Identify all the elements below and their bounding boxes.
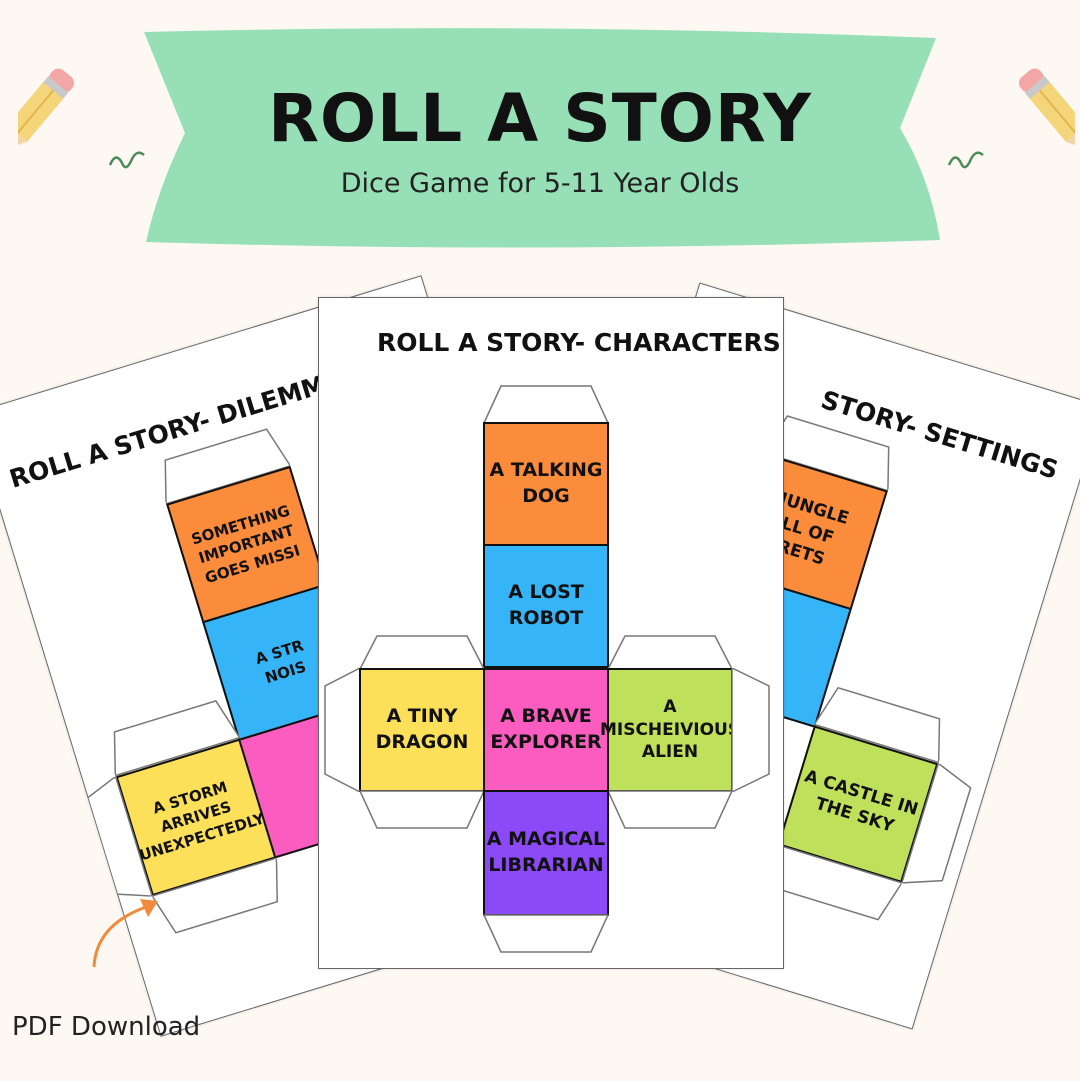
dilemmas-left-bottom-flap bbox=[151, 857, 279, 934]
characters-face-bottom: A MAGICAL LIBRARIAN bbox=[483, 790, 609, 916]
characters-right-top-flap bbox=[607, 635, 733, 670]
banner-ribbon-shape bbox=[144, 28, 940, 248]
settings-right-side-flap bbox=[900, 762, 972, 884]
characters-bottom-flap bbox=[483, 914, 609, 953]
curved-arrow-icon bbox=[92, 899, 158, 968]
characters-top-flap bbox=[483, 385, 609, 424]
characters-face-left: A TINY DRAGON bbox=[359, 668, 485, 792]
banner-subtitle: Dice Game for 5-11 Year Olds bbox=[340, 168, 740, 199]
pencil-icon-left bbox=[18, 68, 145, 169]
characters-left-top-flap bbox=[359, 635, 485, 670]
characters-sheet-title: ROLL A STORY- CHARACTERS bbox=[377, 328, 781, 357]
pdf-download-label: PDF Download bbox=[12, 1012, 201, 1042]
banner-title: ROLL A STORY bbox=[268, 80, 812, 157]
characters-right-bottom-flap bbox=[607, 790, 733, 829]
characters-face-upper: A LOST ROBOT bbox=[483, 544, 609, 668]
settings-right-top-flap bbox=[813, 686, 941, 764]
characters-face-right: A MISCHEIVIOUS ALIEN bbox=[600, 668, 740, 792]
characters-right-side-flap bbox=[731, 668, 770, 792]
characters-face-top: A TALKING DOG bbox=[483, 422, 609, 546]
characters-left-side-flap bbox=[324, 668, 361, 792]
pencil-icon-right bbox=[947, 68, 1075, 169]
title-banner: ROLL A STORY Dice Game for 5-11 Year Old… bbox=[140, 28, 940, 248]
settings-sheet: STORY- SETTINGS JUNGLE LL OF RETS G A CA… bbox=[508, 282, 1080, 1030]
dilemmas-sheet: ROLL A STORY- DILEMMAS/P SOMETHING IMPOR… bbox=[0, 275, 613, 1037]
characters-left-bottom-flap bbox=[359, 790, 485, 829]
characters-face-center: A BRAVE EXPLORER bbox=[483, 668, 609, 792]
characters-sheet: ROLL A STORY- CHARACTERS A TALKING DOG A… bbox=[318, 297, 784, 969]
